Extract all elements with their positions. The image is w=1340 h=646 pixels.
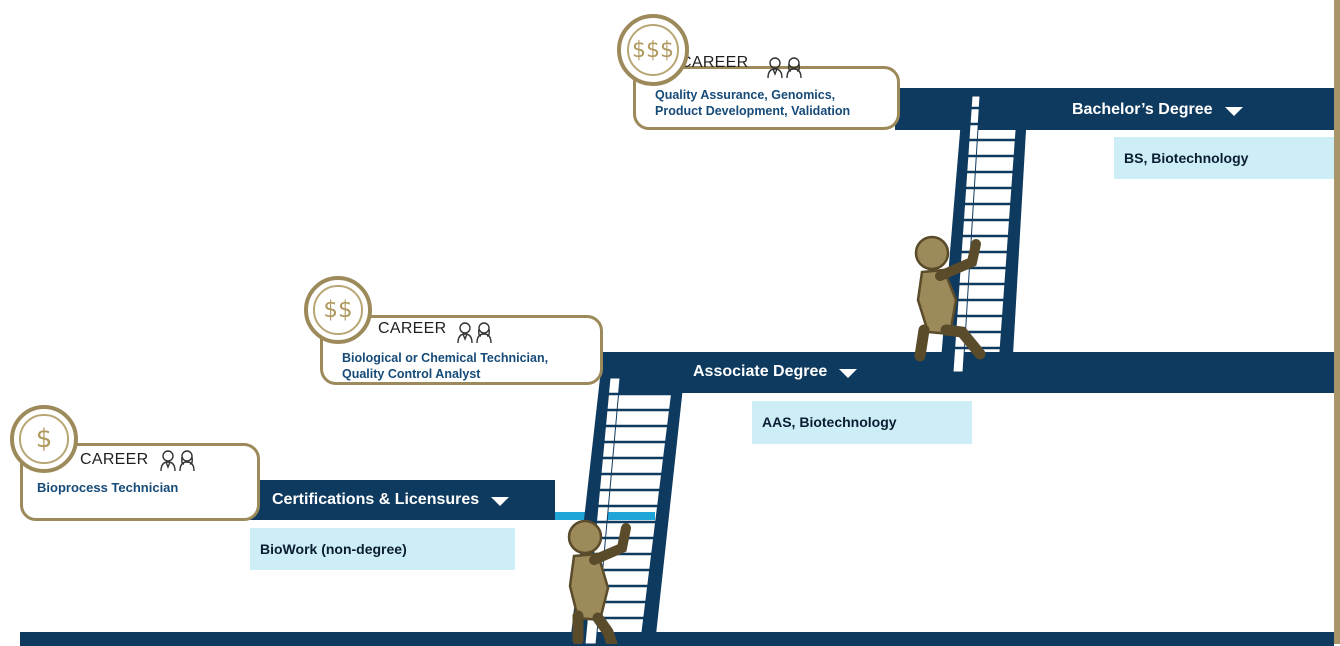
two-people-icon bbox=[457, 322, 492, 344]
pay-symbol: $$$ bbox=[632, 37, 674, 63]
ground-bar bbox=[20, 632, 1334, 646]
caret-down-icon bbox=[839, 369, 858, 378]
career-card-bachelors bbox=[633, 66, 900, 130]
career-title: CAREER bbox=[378, 320, 446, 338]
pay-symbol: $ bbox=[35, 424, 53, 454]
career-jobs: Biological or Chemical Technician, Quali… bbox=[342, 350, 548, 382]
career-job-line: Biological or Chemical Technician, bbox=[342, 351, 549, 365]
associate-toggle[interactable]: Associate Degree bbox=[693, 360, 858, 384]
career-jobs: Bioprocess Technician bbox=[37, 480, 178, 496]
career-job-line: Product Development, Validation bbox=[655, 104, 851, 118]
program-box-associate: AAS, Biotechnology bbox=[752, 401, 972, 444]
certifications-label: Certifications & Licensures bbox=[272, 491, 480, 508]
career-jobs: Quality Assurance, Genomics, Product Dev… bbox=[655, 87, 850, 119]
two-people-icon bbox=[767, 57, 802, 79]
dollar-coin-icon: $ bbox=[10, 405, 78, 473]
career-title-text: CAREER bbox=[680, 54, 749, 71]
program-label: AAS, Biotechnology bbox=[762, 414, 897, 430]
program-box-certifications: BioWork (non-degree) bbox=[250, 528, 515, 570]
career-title-text: CAREER bbox=[378, 320, 447, 337]
caret-down-icon bbox=[1224, 107, 1243, 116]
program-label: BioWork (non-degree) bbox=[260, 541, 407, 557]
career-title: CAREER bbox=[80, 451, 148, 469]
career-job-line: Quality Assurance, Genomics, bbox=[655, 88, 836, 102]
person-climbing-icon bbox=[567, 519, 631, 644]
caret-down-icon bbox=[491, 497, 510, 506]
bachelors-label: Bachelor’s Degree bbox=[1072, 101, 1213, 118]
dollar-coin-icon: $$ bbox=[304, 276, 372, 344]
associate-label: Associate Degree bbox=[693, 363, 828, 380]
right-edge-strip bbox=[1334, 0, 1340, 644]
career-title: CAREER bbox=[680, 54, 748, 72]
career-job-line: Quality Control Analyst bbox=[342, 367, 481, 381]
person-climbing-icon bbox=[914, 235, 986, 362]
dollar-coin-icon: $$$ bbox=[617, 14, 689, 86]
associate-bar bbox=[600, 352, 1334, 393]
program-box-bachelors: BS, Biotechnology bbox=[1114, 137, 1334, 179]
certifications-toggle[interactable]: Certifications & Licensures bbox=[272, 488, 510, 512]
bachelors-toggle[interactable]: Bachelor’s Degree bbox=[1072, 98, 1243, 122]
pay-symbol: $$ bbox=[323, 297, 353, 323]
program-label: BS, Biotechnology bbox=[1124, 150, 1249, 166]
two-people-icon bbox=[160, 450, 195, 472]
career-job-line: Bioprocess Technician bbox=[37, 480, 179, 495]
career-title-text: CAREER bbox=[80, 451, 149, 468]
